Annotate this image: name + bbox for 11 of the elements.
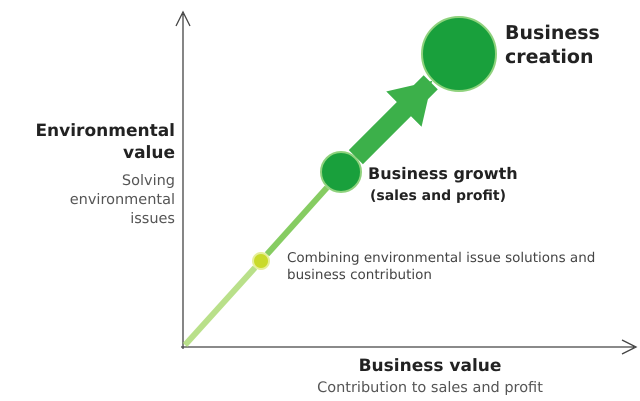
axis-title: Environmental value (34, 120, 175, 164)
annotation-text: Combining environmental issue solutions and business contribution (287, 250, 596, 284)
axis-title: Business value (358, 356, 502, 376)
stage-title: Business growth (368, 164, 519, 184)
growth-arrow (348, 75, 438, 164)
axis-description: Solving environmental issues (68, 172, 175, 229)
growth-line (182, 266, 258, 348)
stage-subtitle: (sales and profit) (370, 188, 508, 206)
growth-line (264, 186, 330, 256)
stage-title: Business creation (505, 22, 601, 70)
axis-description: Contribution to sales and profit (316, 380, 544, 396)
